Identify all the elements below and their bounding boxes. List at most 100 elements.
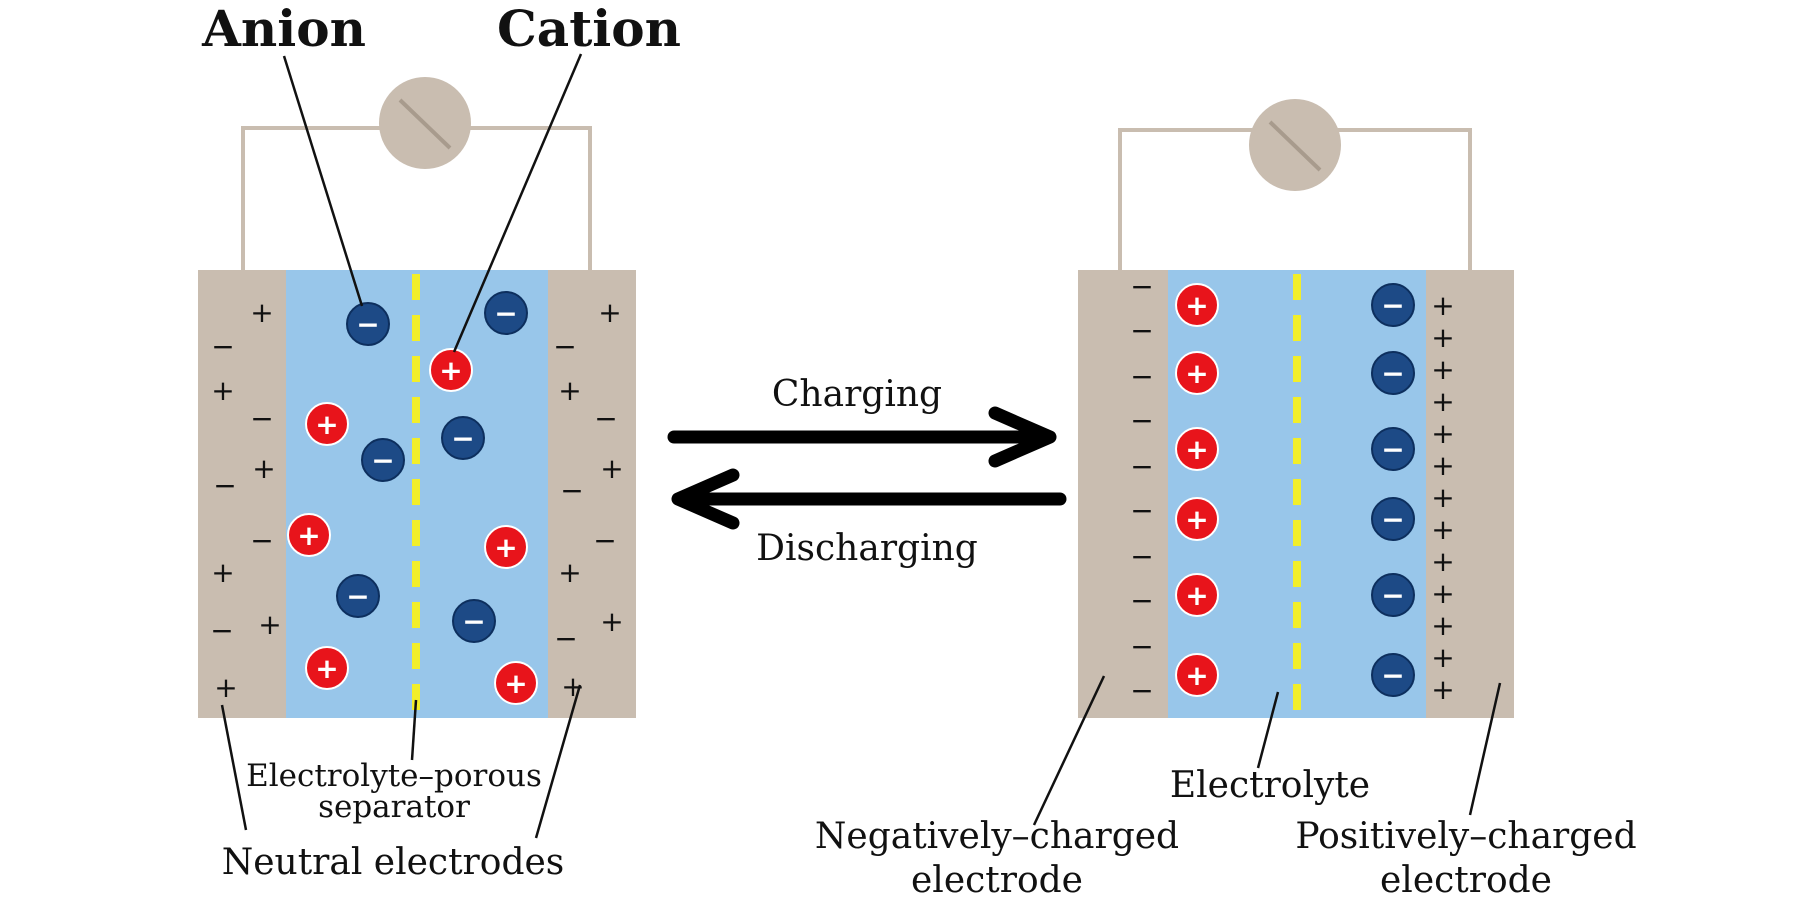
svg-text:+: +: [1185, 433, 1208, 466]
arrow-right-icon: [667, 406, 1057, 468]
anion-ion: −: [1371, 653, 1415, 697]
anion-ion: −: [361, 438, 405, 482]
svg-text:+: +: [504, 667, 527, 700]
svg-text:−: −: [356, 308, 379, 341]
right-cell: −−−−−−−−−−+++++++++++++ ++++++−−−−−−: [1078, 99, 1514, 718]
cation-ion: +: [1175, 653, 1219, 697]
arrow-left-icon: [671, 468, 1067, 530]
svg-text:+: +: [297, 519, 320, 552]
cation-label: Cation: [497, 0, 681, 58]
surface-charge-plus: +: [1431, 609, 1454, 642]
svg-text:−: −: [346, 580, 369, 613]
surface-charge-minus: −: [554, 622, 577, 655]
surface-charge-plus: +: [598, 296, 621, 329]
surface-charge-plus: +: [600, 605, 623, 638]
separator-label-line2: separator: [318, 789, 470, 825]
cation-ion: +: [305, 402, 349, 446]
anion-ion: −: [1371, 351, 1415, 395]
anion-ion: −: [346, 302, 390, 346]
anion-ion: −: [441, 416, 485, 460]
left-electrode-right: [548, 270, 636, 718]
positive-electrode-label-line2: electrode: [1380, 860, 1552, 898]
anion-ion: −: [1371, 427, 1415, 471]
surface-charge-minus: −: [560, 474, 583, 507]
surface-charge-plus: +: [1431, 385, 1454, 418]
left-electrode-left: [198, 270, 286, 718]
svg-text:−: −: [371, 444, 394, 477]
surface-charge-minus: −: [250, 402, 273, 435]
right-negative-electrode: [1078, 270, 1168, 718]
surface-charge-minus: −: [1130, 314, 1153, 347]
charging-label: Charging: [772, 374, 942, 415]
surface-charge-minus: −: [1130, 404, 1153, 437]
svg-text:+: +: [315, 408, 338, 441]
svg-text:−: −: [1381, 579, 1404, 612]
surface-charge-minus: −: [1130, 584, 1153, 617]
positive-electrode-label-line1: Positively–charged: [1295, 816, 1636, 857]
surface-charge-plus: +: [250, 296, 273, 329]
surface-charge-plus: +: [1431, 481, 1454, 514]
electrolyte-label: Electrolyte: [1170, 765, 1370, 806]
cation-ion: +: [1175, 351, 1219, 395]
anion-ion: −: [1371, 497, 1415, 541]
surface-charge-plus: +: [1431, 417, 1454, 450]
surface-charge-minus: −: [1130, 450, 1153, 483]
svg-text:+: +: [1185, 579, 1208, 612]
surface-charge-minus: −: [593, 524, 616, 557]
left-electrode-charges: +−+−+−−++−++−+−+−−++−+: [210, 296, 623, 704]
svg-text:−: −: [1381, 659, 1404, 692]
surface-charge-plus: +: [561, 670, 584, 703]
right-electrode-charges: −−−−−−−−−−+++++++++++++: [1130, 270, 1454, 707]
surface-charge-minus: −: [1130, 630, 1153, 663]
right-positive-electrode: [1426, 270, 1514, 718]
surface-charge-plus: +: [600, 452, 623, 485]
svg-text:+: +: [1185, 357, 1208, 390]
svg-text:−: −: [451, 422, 474, 455]
svg-text:+: +: [1185, 503, 1208, 536]
surface-charge-plus: +: [211, 556, 234, 589]
cation-ion: +: [429, 348, 473, 392]
discharging-label: Discharging: [756, 528, 978, 569]
surface-charge-minus: −: [1130, 540, 1153, 573]
svg-text:−: −: [1381, 503, 1404, 536]
anion-ion: −: [336, 574, 380, 618]
surface-charge-minus: −: [1130, 494, 1153, 527]
separator-label-line1: Electrolyte–porous: [246, 758, 542, 794]
surface-charge-minus: −: [1130, 360, 1153, 393]
left-cell: +−+−+−−++−++−+−+−−++−+ −−++−−++−−++: [198, 77, 636, 718]
surface-charge-plus: +: [558, 556, 581, 589]
svg-text:−: −: [1381, 289, 1404, 322]
svg-text:+: +: [494, 531, 517, 564]
cation-ion: +: [484, 525, 528, 569]
lamp-icon: [1249, 99, 1341, 191]
surface-charge-plus: +: [252, 452, 275, 485]
cation-ion: +: [1175, 283, 1219, 327]
svg-text:+: +: [1185, 289, 1208, 322]
svg-text:−: −: [1381, 357, 1404, 390]
surface-charge-plus: +: [258, 608, 281, 641]
neutral-electrodes-label: Neutral electrodes: [222, 842, 565, 883]
svg-text:+: +: [1185, 659, 1208, 692]
surface-charge-plus: +: [558, 374, 581, 407]
negative-electrode-label-line2: electrode: [911, 860, 1083, 898]
surface-charge-minus: −: [1130, 674, 1153, 707]
lamp-icon: [379, 77, 471, 169]
surface-charge-plus: +: [1431, 577, 1454, 610]
surface-charge-plus: +: [211, 374, 234, 407]
right-ions: + + + + + + − − − − − −: [1175, 283, 1415, 697]
surface-charge-plus: +: [1431, 513, 1454, 546]
surface-charge-plus: +: [1431, 353, 1454, 386]
svg-text:+: +: [439, 354, 462, 387]
anion-ion: −: [1371, 573, 1415, 617]
surface-charge-minus: −: [213, 469, 236, 502]
surface-charge-plus: +: [1431, 449, 1454, 482]
surface-charge-plus: +: [1431, 673, 1454, 706]
surface-charge-minus: −: [210, 614, 233, 647]
anion-ion: −: [1371, 283, 1415, 327]
surface-charge-plus: +: [1431, 289, 1454, 322]
cation-ion: +: [287, 513, 331, 557]
anion-ion: −: [452, 599, 496, 643]
svg-text:+: +: [315, 652, 338, 685]
surface-charge-plus: +: [214, 671, 237, 704]
